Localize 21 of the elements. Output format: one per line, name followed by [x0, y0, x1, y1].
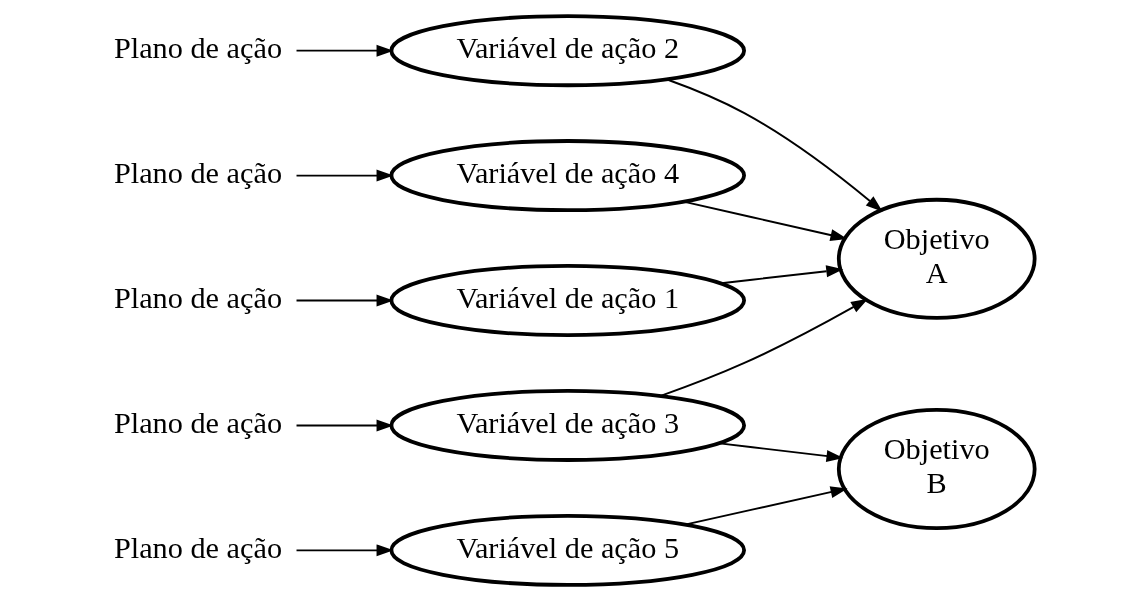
node-ellipse: Variável de ação 5 — [388, 513, 746, 587]
node-ellipse: Variável de ação 4 — [388, 139, 746, 213]
arrow — [295, 44, 394, 57]
node-text: Plano de ação — [113, 30, 282, 65]
arrow — [659, 298, 868, 397]
node-text: Plano de ação — [113, 405, 282, 440]
node-ellipse: Variável de ação 1 — [388, 264, 746, 337]
node-ellipse: Objetivo B — [836, 407, 1037, 530]
arrow — [295, 419, 394, 432]
node-text: Plano de ação — [113, 530, 282, 565]
arrow — [295, 169, 394, 182]
arrow — [295, 294, 394, 307]
node-text: Plano de ação — [113, 155, 282, 190]
arrow — [718, 442, 843, 462]
arrow — [683, 200, 847, 241]
node-text: Plano de ação — [113, 280, 282, 315]
arrow — [684, 486, 848, 526]
node-ellipse: Variável de ação 2 — [388, 14, 746, 88]
node-ellipse: Variável de ação 3 — [388, 388, 746, 462]
arrow — [295, 544, 394, 557]
arrow — [665, 78, 883, 212]
